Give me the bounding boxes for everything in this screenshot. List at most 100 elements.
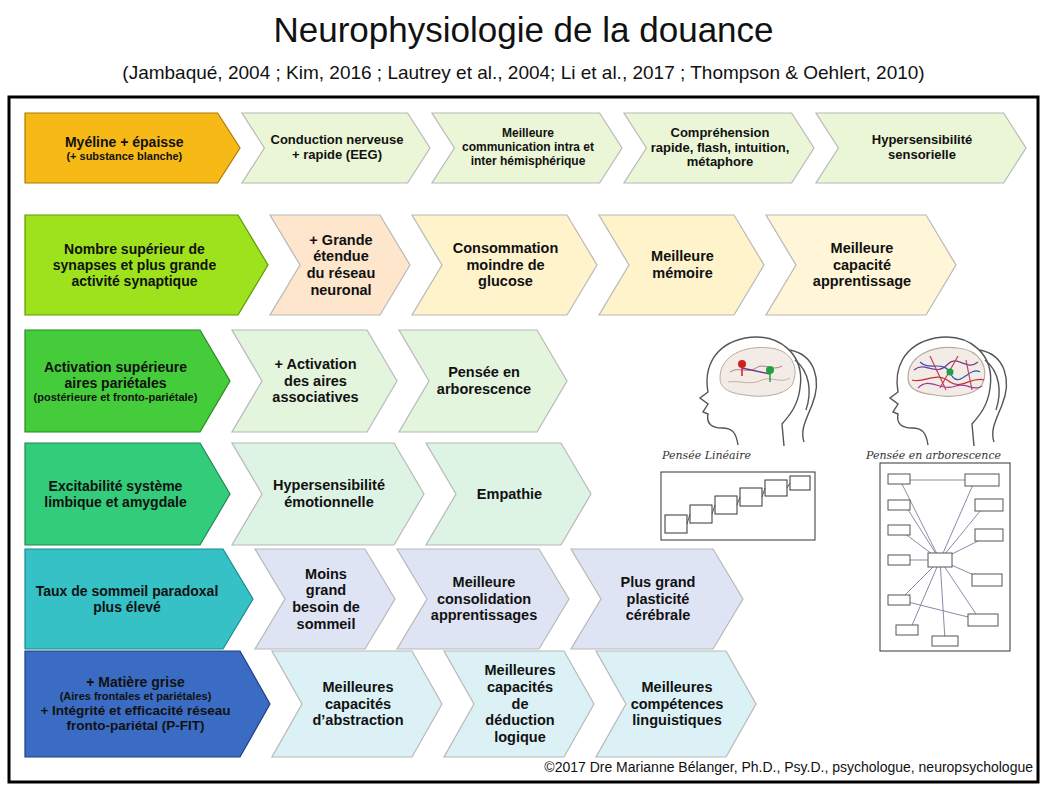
node-heading: Hypersensibilité sensorielle [842,133,1001,163]
effect-chevron: Meilleures compétences linguistiques [596,651,756,757]
effect-chevron: Meilleure consolidation apprentissages [397,549,569,649]
sketch-label: Pensée en arborescence [866,449,1001,462]
node-heading: Moins grand besoin de sommeil [289,566,363,633]
node-heading: Excitabilité système limbique et amygdal… [33,478,198,510]
effect-chevron: Plus grand plasticité cérébrale [571,549,743,649]
chevron-text: Myéline + épaisse(+ substance blanche) [25,113,240,183]
node-heading: Conduction nerveuse + rapide (EEG) [268,133,405,163]
effect-chevron: Hypersensibilité émotionnelle [232,443,424,545]
node-heading: + Grande étendue du réseau neuronal [304,232,378,299]
cause-chevron: + Matière grise(Aires frontales et parié… [25,651,270,757]
chevron-text: Empathie [426,443,591,545]
head-tree [890,337,1006,446]
node-heading: Compréhension rapide, flash, intuition, … [650,126,789,171]
chevron-text: + Grande étendue du réseau neuronal [270,215,410,315]
chevron-text: Compréhension rapide, flash, intuition, … [624,113,814,183]
chevron-shape [766,215,956,315]
node-heading: Meilleures capacités d’abstraction [306,679,410,729]
node-heading: Activation supérieure aires pariétales [33,359,198,391]
node-subtext: + Intégrité et efficacité réseau fronto-… [33,703,238,734]
node-heading: Myéline + épaisse [65,134,184,150]
chevron-text: Meilleure communication intra et inter h… [432,113,622,183]
chevron-shape [25,330,230,432]
chevron-shape [25,549,253,649]
chevron-shape [25,651,270,757]
effect-chevron: + Grande étendue du réseau neuronal [270,215,410,315]
brain-linear [720,347,795,396]
node-subtext: (Aires frontales et pariétales) [60,690,212,703]
chevron-text: Meilleures capacités d’abstraction [272,651,442,757]
chevron-text: Moins grand besoin de sommeil [255,549,395,649]
chevron-shape [444,651,594,757]
chevron-shape [25,443,230,545]
chevron-shape [399,330,567,432]
chevron-shape [571,549,743,649]
node-heading: + Matière grise [86,674,184,690]
sketch-label: Pensée Linéaire [662,449,751,462]
effect-chevron: Empathie [426,443,591,545]
caption: ©2017 Dre Marianne Bélanger, Ph.D., Psy.… [542,759,1035,775]
chevron-text: Meilleure mémoire [599,215,764,315]
node-heading: Meilleures capacités de déduction logiqu… [478,662,562,745]
chevron-shape [624,113,814,183]
cause-chevron: Myéline + épaisse(+ substance blanche) [25,113,240,183]
node-heading: Meilleure consolidation apprentissages [431,574,537,624]
chevron-text: + Activation des aires associatives [232,330,397,432]
tree-thinking-sketch [880,463,1010,651]
chevron-text: Meilleures compétences linguistiques [596,651,756,757]
chevron-text: Conduction nerveuse + rapide (EEG) [242,113,430,183]
effect-chevron: Consommation moindre de glucose [412,215,597,315]
node-heading: + Activation des aires associatives [266,356,365,406]
node-subtext: (+ substance blanche) [66,150,182,163]
chevron-shape [242,113,430,183]
cause-chevron: Excitabilité système limbique et amygdal… [25,443,230,545]
cause-chevron: Activation supérieure aires pariétales(p… [25,330,230,432]
effect-chevron: Meilleures capacités d’abstraction [272,651,442,757]
head-linear [700,337,816,446]
chevron-shape [25,215,268,315]
node-heading: Taux de sommeil paradoxal plus élevé [33,583,221,615]
chevron-text: Meilleure capacité apprentissage [766,215,956,315]
chevron-shape [25,113,240,183]
node-heading: Meilleure communication intra et inter h… [458,127,597,168]
frame [9,97,1038,782]
chevron-shape [816,113,1026,183]
chevron-text: Consommation moindre de glucose [412,215,597,315]
effect-chevron: Moins grand besoin de sommeil [255,549,395,649]
chevron-shape [599,215,764,315]
chevron-shape [596,651,756,757]
chevron-text: Meilleure consolidation apprentissages [397,549,569,649]
chevron-shape [255,549,395,649]
node-heading: Pensée en arborescence [433,364,535,397]
chevron-text: Hypersensibilité émotionnelle [232,443,424,545]
effect-chevron: Meilleure communication intra et inter h… [432,113,622,183]
chevron-shape [426,443,591,545]
node-heading: Meilleures compétences linguistiques [630,679,724,729]
effect-chevron: Meilleures capacités de déduction logiqu… [444,651,594,757]
effect-chevron: Pensée en arborescence [399,330,567,432]
effect-chevron: + Activation des aires associatives [232,330,397,432]
effect-chevron: Compréhension rapide, flash, intuition, … [624,113,814,183]
chevron-text: Nombre supérieur de synapses et plus gra… [25,215,268,315]
cause-chevron: Nombre supérieur de synapses et plus gra… [25,215,268,315]
effect-chevron: Conduction nerveuse + rapide (EEG) [242,113,430,183]
node-heading: Meilleure mémoire [633,248,732,281]
chevron-text: + Matière grise(Aires frontales et parié… [25,651,270,757]
chevron-text: Taux de sommeil paradoxal plus élevé [25,549,253,649]
cause-chevron: Taux de sommeil paradoxal plus élevé [25,549,253,649]
chevron-shape [412,215,597,315]
chevron-text: Activation supérieure aires pariétales(p… [25,330,230,432]
effect-chevron: Hypersensibilité sensorielle [816,113,1026,183]
chevron-text: Excitabilité système limbique et amygdal… [25,443,230,545]
chevron-shape [232,443,424,545]
node-heading: Plus grand plasticité cérébrale [605,574,711,624]
effect-chevron: Meilleure mémoire [599,215,764,315]
brain-tree [908,347,985,396]
chevron-text: Pensée en arborescence [399,330,567,432]
title: Neurophysiologie de la douance [0,10,1047,50]
node-heading: Meilleure capacité apprentissage [800,240,924,290]
chevron-text: Plus grand plasticité cérébrale [571,549,743,649]
chevron-shape [397,549,569,649]
citation-line: (Jambaqué, 2004 ; Kim, 2016 ; Lautrey et… [0,62,1047,84]
node-heading: Consommation moindre de glucose [446,240,565,290]
